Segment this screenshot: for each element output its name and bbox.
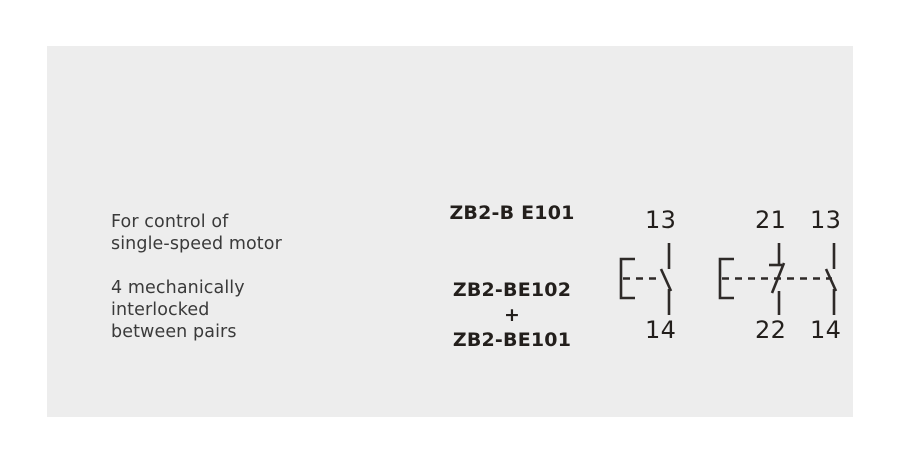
actuator-bracket-icon: [619, 257, 635, 300]
contact-blade-open: [824, 268, 838, 292]
terminal-label-top: 21: [755, 206, 787, 234]
description-block-interlock: 4 mechanically interlocked between pairs: [111, 277, 401, 343]
part-number-group-pair: ZB2-BE102 + ZB2-BE101: [427, 278, 597, 353]
part-number-column: ZB2-B E101 ZB2-BE102 + ZB2-BE101: [427, 201, 597, 353]
diagram-panel: For control of single-speed motor 4 mech…: [47, 46, 853, 417]
part-number: ZB2-BE102: [452, 279, 572, 301]
terminal-label-bottom: 22: [755, 316, 787, 344]
part-number-group-single: ZB2-B E101: [427, 201, 597, 226]
description-line: between pairs: [111, 322, 237, 342]
description-column: For control of single-speed motor 4 mech…: [111, 211, 401, 343]
contact-symbol-pair: 21 13 22 14: [712, 201, 877, 351]
description-line: interlocked: [111, 300, 210, 320]
description-line: For control of: [111, 212, 229, 232]
contact-symbol-area: 13 14 21 13 22 14: [602, 201, 892, 351]
normally-open-contact-glyph: [619, 243, 673, 315]
terminal-label-top: 13: [645, 206, 677, 234]
part-number-plus: +: [503, 304, 521, 326]
part-number: ZB2-B E101: [449, 202, 575, 224]
description-line: single-speed motor: [111, 234, 282, 254]
terminal-label-bottom: 14: [645, 316, 677, 344]
part-number: ZB2-BE101: [452, 329, 572, 351]
terminal-label-bottom: 14: [810, 316, 842, 344]
description-line: 4 mechanically: [111, 278, 245, 298]
contact-symbol-single: 13 14: [607, 201, 707, 351]
actuator-bracket-icon: [718, 257, 734, 300]
contact-blade-open: [659, 268, 673, 292]
paired-contact-glyph: [718, 243, 838, 315]
terminal-label-top: 13: [810, 206, 842, 234]
description-block-control: For control of single-speed motor: [111, 211, 401, 255]
contact-blade-closed: [770, 262, 786, 294]
